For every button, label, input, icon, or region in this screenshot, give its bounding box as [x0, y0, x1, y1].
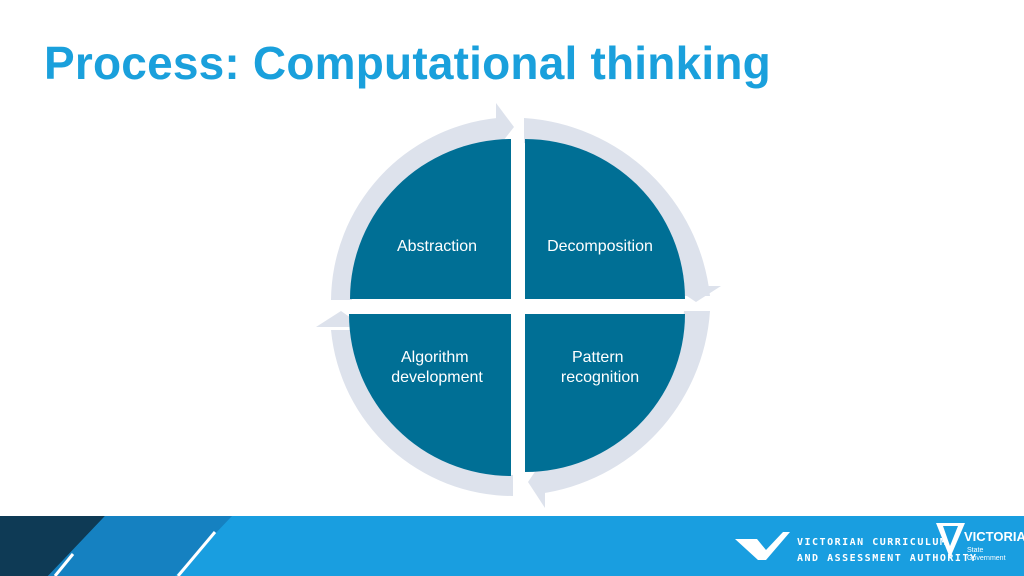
quadrant-decomposition [525, 139, 685, 299]
victoria-logo-sub1: State [967, 547, 983, 554]
quadrant-label-decomposition: Decomposition [547, 238, 653, 255]
vcaa-logo-line2: AND ASSESSMENT AUTHORITY [797, 553, 978, 564]
footer-slash-2 [176, 531, 217, 576]
vcaa-check-shadow-icon [742, 545, 766, 560]
quadrant-label-algorithm-development: Algorithm development [391, 349, 483, 386]
vcaa-logo-line1: VICTORIAN CURRICULUM [797, 537, 947, 548]
cycle-arrow-top-left [331, 118, 497, 300]
victoria-state-government-logo: VICTORIA State Government [936, 523, 1024, 562]
slide-title: Process: Computational thinking [44, 37, 771, 89]
vcaa-check-icon [735, 532, 790, 560]
victoria-v-inner-icon [943, 526, 958, 546]
cycle-arrow-bottom-left [331, 330, 513, 496]
footer-dark-stripe [0, 516, 105, 576]
victoria-logo-sub2: Government [967, 555, 1006, 562]
footer-mid-stripe [48, 516, 232, 576]
quadrant-pattern-recognition [525, 314, 685, 472]
quadrant-label-abstraction: Abstraction [397, 238, 477, 255]
computational-thinking-cycle-diagram: Abstraction Decomposition Pattern recogn… [316, 103, 721, 508]
cycle-arrowhead-top-left [496, 103, 514, 150]
quadrant-label-pattern-recognition: Pattern recognition [561, 349, 639, 386]
footer-banner: VICTORIAN CURRICULUM AND ASSESSMENT AUTH… [0, 516, 1024, 576]
victoria-logo-name: VICTORIA [964, 529, 1024, 544]
quadrant-algorithm-development [349, 314, 511, 476]
vcaa-logo: VICTORIAN CURRICULUM AND ASSESSMENT AUTH… [735, 532, 978, 564]
cycle-arrow-top-right [524, 118, 710, 296]
quadrant-abstraction [349, 139, 511, 299]
footer-slash-1 [53, 553, 75, 576]
cycle-arrow-bottom-right [538, 311, 710, 494]
